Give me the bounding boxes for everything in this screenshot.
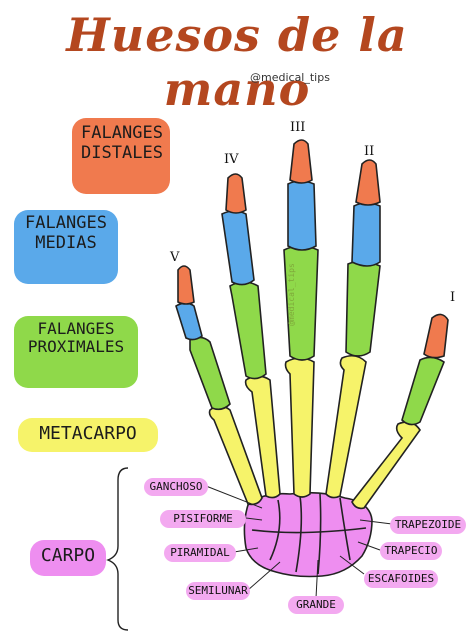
legend-proximales-swatch <box>14 316 138 388</box>
carpal-divider-2 <box>295 495 303 573</box>
carpal-divider-5 <box>251 527 367 534</box>
metacarpal-ii <box>325 354 367 499</box>
distal-phalanx-ii <box>355 159 381 206</box>
page-title: Huesos de la mano <box>66 8 408 116</box>
carpal-divider-4 <box>339 497 351 561</box>
middle-phalanx-v <box>175 302 203 341</box>
legend-metacarpo-swatch <box>18 418 158 452</box>
proximal-phalanx-iv <box>229 281 267 380</box>
carpal-pill-trapecio <box>380 542 442 560</box>
legend-distales-swatch <box>72 118 170 194</box>
carpal-bones <box>243 491 373 578</box>
middle-phalanges <box>175 180 381 341</box>
distal-phalanx-v <box>177 265 195 305</box>
carpal-divider-1 <box>269 499 281 561</box>
carpal-pill-trapezoide <box>390 516 466 534</box>
legend-carpo-label: CARPO <box>40 545 96 566</box>
carpal-label-trapecio: TRAPECIO <box>384 544 438 557</box>
carpal-label-semilunar: SEMILUNAR <box>188 584 248 597</box>
metacarpal-v <box>208 405 263 506</box>
carpal-pill-semilunar <box>186 582 250 600</box>
carpal-label-piramidal: PIRAMIDAL <box>170 546 230 559</box>
legend-proximales-label: FALANGES PROXIMALES <box>27 319 125 357</box>
proximal-phalanx-ii <box>345 260 381 357</box>
author-handle: @medical_tips <box>250 71 330 84</box>
carpal-label-trapezoide: TRAPEZOIDE <box>394 518 462 531</box>
carpal-leader-lines <box>205 485 393 599</box>
metacarpals <box>208 354 421 510</box>
legend-carpo-swatch <box>30 540 106 576</box>
distal-phalanx-iii <box>289 139 313 184</box>
carpal-pill-pisiforme <box>160 510 246 528</box>
finger-ii-label: II <box>364 144 375 159</box>
legend-metacarpo-label: METACARPO <box>39 423 137 444</box>
carpal-pill-escafoides <box>364 570 438 588</box>
legend-medias-label: FALANGES MEDIAS <box>25 213 107 253</box>
distal-phalanx-iv <box>225 173 247 214</box>
proximal-phalanges <box>189 245 445 426</box>
carpo-brace <box>106 467 129 631</box>
carpal-label-pisiforme: PISIFORME <box>173 512 233 525</box>
finger-iv-label: IV <box>224 152 239 167</box>
metacarpal-iii <box>284 357 315 498</box>
middle-phalanx-iv <box>221 210 255 286</box>
middle-phalanx-iii <box>287 180 317 251</box>
legend-distales-label: FALANGES DISTALES <box>81 123 163 163</box>
carpal-label-grande: GRANDE <box>296 598 336 611</box>
carpus-shape <box>243 491 373 578</box>
carpal-pill-piramidal <box>164 544 236 562</box>
carpal-pill-ganchoso <box>144 478 208 496</box>
distal-phalanges <box>177 139 449 359</box>
proximal-phalanx-i <box>401 356 445 426</box>
finger-i-label: I <box>450 290 456 305</box>
carpal-label-ganchoso: GANCHOSO <box>149 480 203 493</box>
carpal-label-escafoides: ESCAFOIDES <box>367 572 435 585</box>
legend-medias-swatch <box>14 210 118 284</box>
middle-phalanx-ii <box>351 202 381 267</box>
bone-watermark: @medical_tips <box>286 263 296 326</box>
carpal-pill-grande <box>288 596 344 614</box>
finger-v-label: V <box>170 250 180 265</box>
distal-phalanx-i <box>423 313 449 359</box>
finger-iii-label: III <box>290 120 306 135</box>
proximal-phalanx-v <box>189 336 231 411</box>
metacarpal-i <box>351 421 421 510</box>
